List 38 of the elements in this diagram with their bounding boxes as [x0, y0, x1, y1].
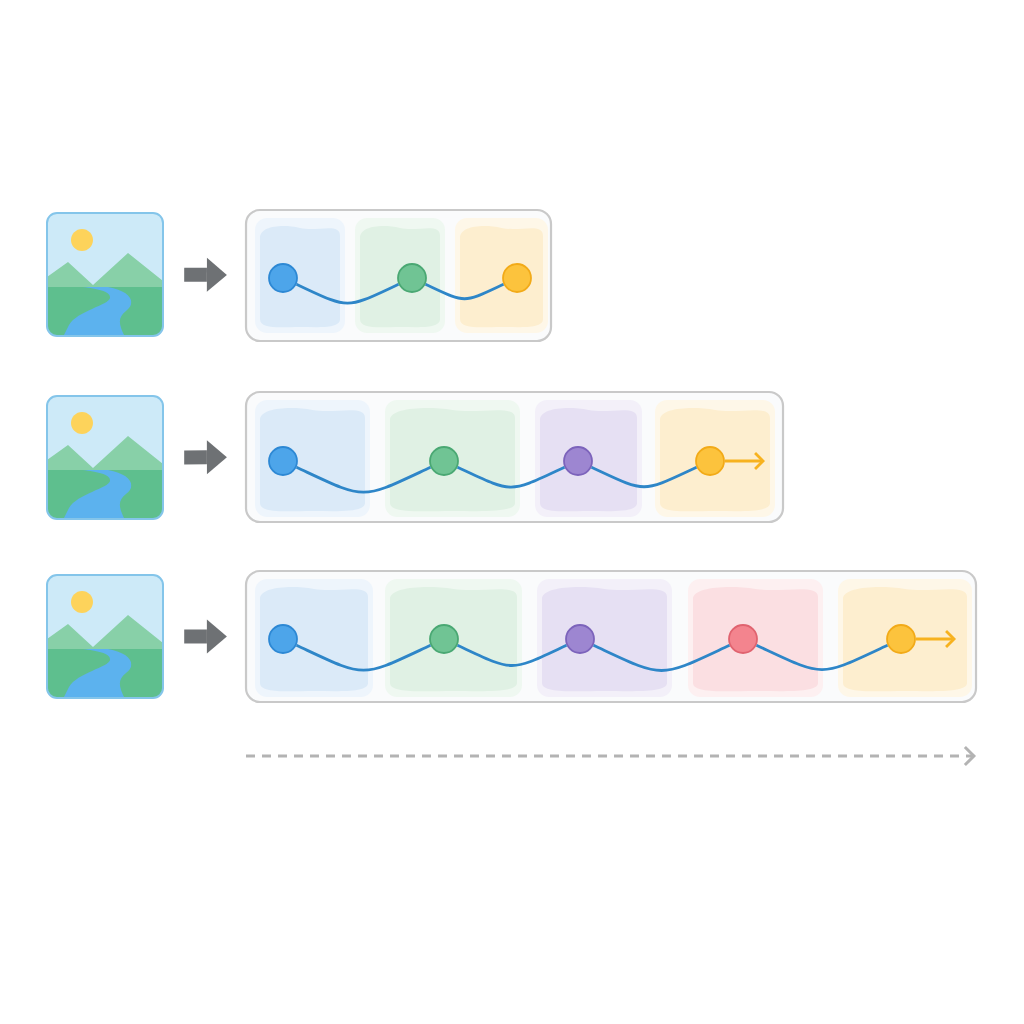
frame-tile	[385, 579, 522, 697]
frame-tile	[655, 400, 775, 517]
frame-tile	[688, 579, 823, 697]
frame-tile	[385, 400, 520, 517]
dot	[429, 624, 459, 654]
wavy-line	[592, 644, 731, 672]
frame-tile	[255, 400, 370, 517]
wavy-line	[590, 466, 698, 489]
dot	[397, 263, 427, 293]
frame-tile	[537, 579, 672, 697]
dot	[502, 263, 532, 293]
frame-tile	[838, 579, 972, 697]
dot	[563, 446, 593, 476]
landscape-picture	[46, 212, 164, 337]
arrow	[184, 257, 227, 292]
arrow	[184, 440, 227, 475]
frame-tile	[255, 579, 373, 697]
wavy-line	[295, 644, 432, 672]
arrow	[184, 619, 227, 654]
wavy-line	[295, 283, 400, 305]
dot	[429, 446, 459, 476]
dot	[268, 446, 298, 476]
landscape-picture	[46, 395, 164, 520]
dot	[886, 624, 916, 654]
wavy-line	[456, 466, 566, 489]
dot	[268, 263, 298, 293]
wavy-line	[755, 644, 889, 671]
arrow	[724, 452, 765, 470]
frame-tile	[535, 400, 642, 517]
wavy-line	[424, 283, 505, 301]
wavy-line	[295, 466, 432, 494]
dot	[565, 624, 595, 654]
dot	[695, 446, 725, 476]
wavy-line	[456, 644, 568, 667]
dot	[268, 624, 298, 654]
arrow	[915, 630, 957, 648]
landscape-picture	[46, 574, 164, 699]
dot	[728, 624, 758, 654]
